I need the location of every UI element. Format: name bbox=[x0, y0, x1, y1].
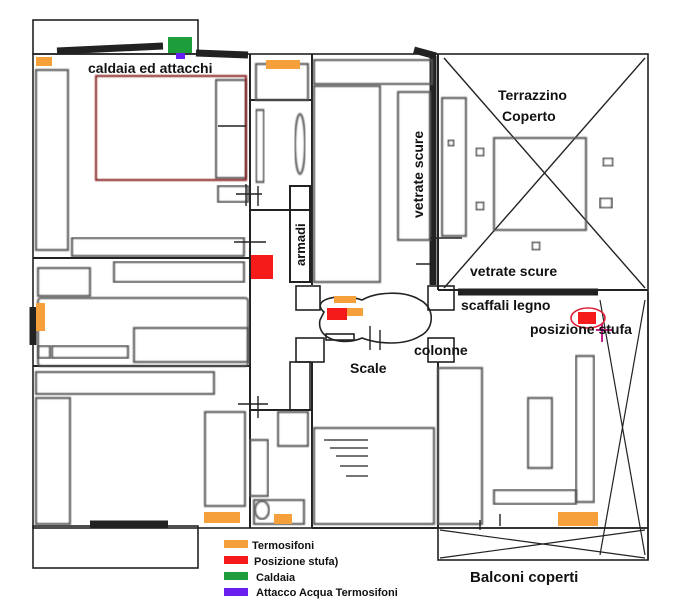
legend-swatch bbox=[224, 572, 248, 580]
furniture bbox=[35, 59, 614, 525]
label-scaffali: scaffali legno bbox=[461, 297, 550, 313]
bed-outline bbox=[95, 75, 247, 181]
termosifone bbox=[266, 60, 300, 69]
termosifone bbox=[36, 57, 52, 66]
termosifone bbox=[36, 303, 45, 331]
termosifone bbox=[347, 308, 363, 316]
legend-item-caldaia: Caldaia bbox=[224, 572, 296, 584]
label-armadi: armadi bbox=[293, 223, 308, 266]
legend-label: Termosifoni bbox=[252, 540, 314, 552]
label-posizione-stufa: posizione stufa bbox=[530, 321, 632, 337]
tick-marks bbox=[218, 125, 501, 530]
legend-swatch bbox=[224, 540, 248, 548]
stufa bbox=[578, 312, 596, 324]
legend-swatch bbox=[224, 588, 248, 596]
stufa bbox=[251, 255, 273, 279]
legend-swatch bbox=[224, 556, 248, 564]
label-balconi: Balconi coperti bbox=[470, 569, 578, 586]
label-colonne: colonne bbox=[414, 342, 468, 358]
label-terrazzino-1: Terrazzino bbox=[498, 87, 567, 103]
termosifoni bbox=[36, 57, 598, 526]
legend-item-stufa: Posizione stufa) bbox=[224, 556, 339, 568]
termosifone bbox=[558, 512, 598, 526]
label-terrazzino-2: Coperto bbox=[502, 108, 556, 124]
termosifone bbox=[274, 514, 292, 524]
legend: Termosifoni Posizione stufa) Caldaia Att… bbox=[224, 540, 398, 599]
stufa bbox=[327, 308, 347, 320]
legend-item-attacco: Attacco Acqua Termosifoni bbox=[224, 587, 398, 599]
stair-steps bbox=[324, 439, 368, 477]
balcony-lines bbox=[439, 299, 646, 559]
label-caldaia: caldaia ed attacchi bbox=[88, 60, 213, 76]
armadi-box bbox=[289, 185, 311, 283]
stufa-marker bbox=[570, 307, 612, 342]
dark-walls bbox=[29, 42, 598, 528]
legend-label: Posizione stufa) bbox=[254, 556, 339, 568]
legend-label: Caldaia bbox=[256, 572, 296, 584]
termosifone bbox=[204, 512, 240, 523]
label-vetrate-horizontal: vetrate scure bbox=[470, 263, 557, 279]
terrazzino-cross bbox=[443, 57, 646, 289]
legend-label: Attacco Acqua Termosifoni bbox=[256, 587, 398, 599]
stufa-positions bbox=[251, 255, 596, 324]
termosifone bbox=[334, 296, 356, 303]
attacco-acqua bbox=[176, 53, 185, 59]
label-scale: Scale bbox=[350, 360, 387, 376]
legend-item-termosifoni: Termosifoni bbox=[224, 540, 314, 552]
caldaia bbox=[168, 37, 192, 53]
label-vetrate-vertical: vetrate scure bbox=[410, 131, 426, 218]
